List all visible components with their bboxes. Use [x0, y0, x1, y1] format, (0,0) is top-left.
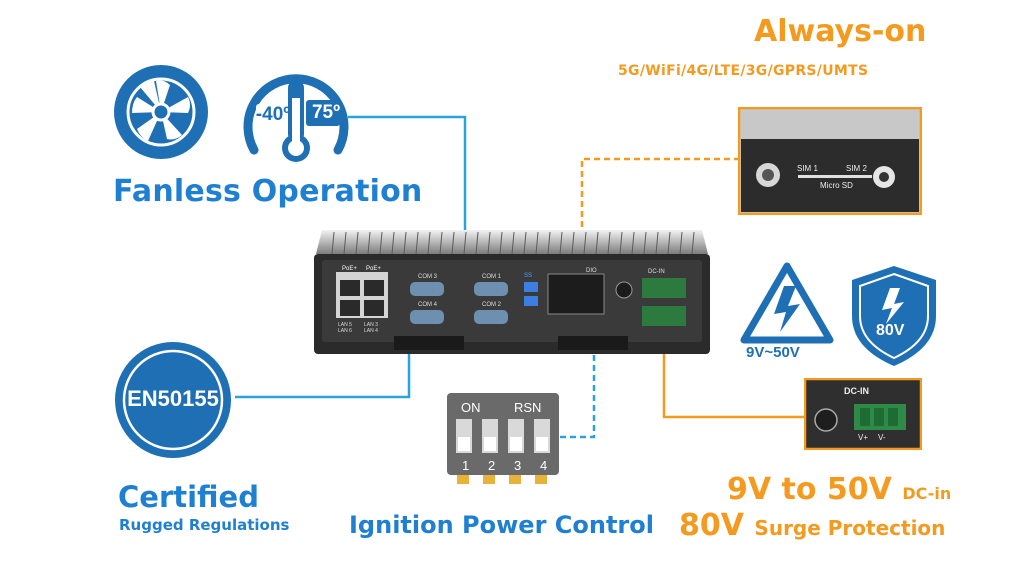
- surge-heading: 80V Surge Protection: [679, 508, 945, 543]
- sim-connector: [580, 157, 740, 240]
- wireless-list: 5G/WiFi/4G/LTE/3G/GPRS/UMTS: [618, 63, 869, 79]
- en-connector: [235, 342, 411, 399]
- com4-label: COM 4: [418, 302, 438, 308]
- voltage-range-label: 9V~50V: [746, 344, 800, 361]
- dip-on-label: ON: [461, 400, 481, 415]
- dc-in-panel-title: DC-IN: [844, 386, 869, 396]
- dc-in-heading: 9V to 50V DC-in: [727, 472, 951, 507]
- fanless-connector: [348, 115, 467, 238]
- dc-in-suffix: DC-in: [902, 484, 952, 503]
- surge-shield-icon: [852, 266, 936, 366]
- sim1-label: SIM 1: [797, 164, 818, 173]
- sim-panel: [738, 107, 922, 215]
- ignition-title: Ignition Power Control: [349, 511, 654, 539]
- lan-label-right: LAN 3 LAN 4: [364, 322, 378, 334]
- dip-number-4: 4: [540, 458, 548, 473]
- dip-rsn-label: RSN: [514, 400, 542, 415]
- en-badge-label: EN50155: [127, 386, 219, 411]
- certified-title: Certified: [118, 480, 259, 514]
- dip-number-1: 1: [462, 458, 470, 473]
- dip-switch-icon: [447, 393, 559, 484]
- dio-label: DIO: [586, 268, 597, 274]
- dip-number-3: 3: [514, 458, 522, 473]
- surge-suffix: Surge Protection: [754, 516, 946, 540]
- en-badge-icon: [115, 342, 231, 458]
- sim2-label: SIM 2: [846, 164, 867, 173]
- thermometer-icon: [243, 74, 349, 162]
- poe-label-1: PoE+: [342, 266, 357, 272]
- surge-value: 80V: [679, 508, 744, 543]
- certified-subtitle: Rugged Regulations: [119, 516, 290, 534]
- ignition-connector: [560, 322, 596, 439]
- usb-label: SS: [524, 273, 533, 279]
- lan-label-left: LAN 5 LAN 6: [338, 322, 352, 334]
- dc-vminus-label: V-: [878, 433, 886, 442]
- micro-sd-label: Micro SD: [820, 181, 853, 190]
- dc-in-panel: [804, 378, 922, 450]
- poe-label-2: PoE+: [366, 266, 381, 272]
- device-dcin-label: DC-IN: [648, 269, 665, 275]
- com1-label: COM 1: [482, 274, 502, 280]
- device-illustration: PoE+ PoE+ LAN 5 LAN 6 LAN 3 LAN 4 COM 3 …: [314, 224, 710, 354]
- always-on-title: Always-on: [754, 14, 927, 49]
- com2-label: COM 2: [482, 302, 502, 308]
- temp-low-label: -40º: [255, 104, 291, 125]
- voltage-range-icon: [740, 262, 834, 344]
- surge-badge-label: 80V: [876, 322, 905, 339]
- temp-high-label: 75º: [311, 102, 341, 123]
- dip-number-2: 2: [488, 458, 496, 473]
- device-body: [314, 230, 710, 354]
- fanless-title: Fanless Operation: [113, 174, 423, 209]
- dc-vplus-label: V+: [858, 433, 869, 442]
- dc-in-value: 9V to 50V: [727, 472, 892, 507]
- com3-label: COM 3: [418, 274, 438, 280]
- fan-icon: [114, 65, 208, 159]
